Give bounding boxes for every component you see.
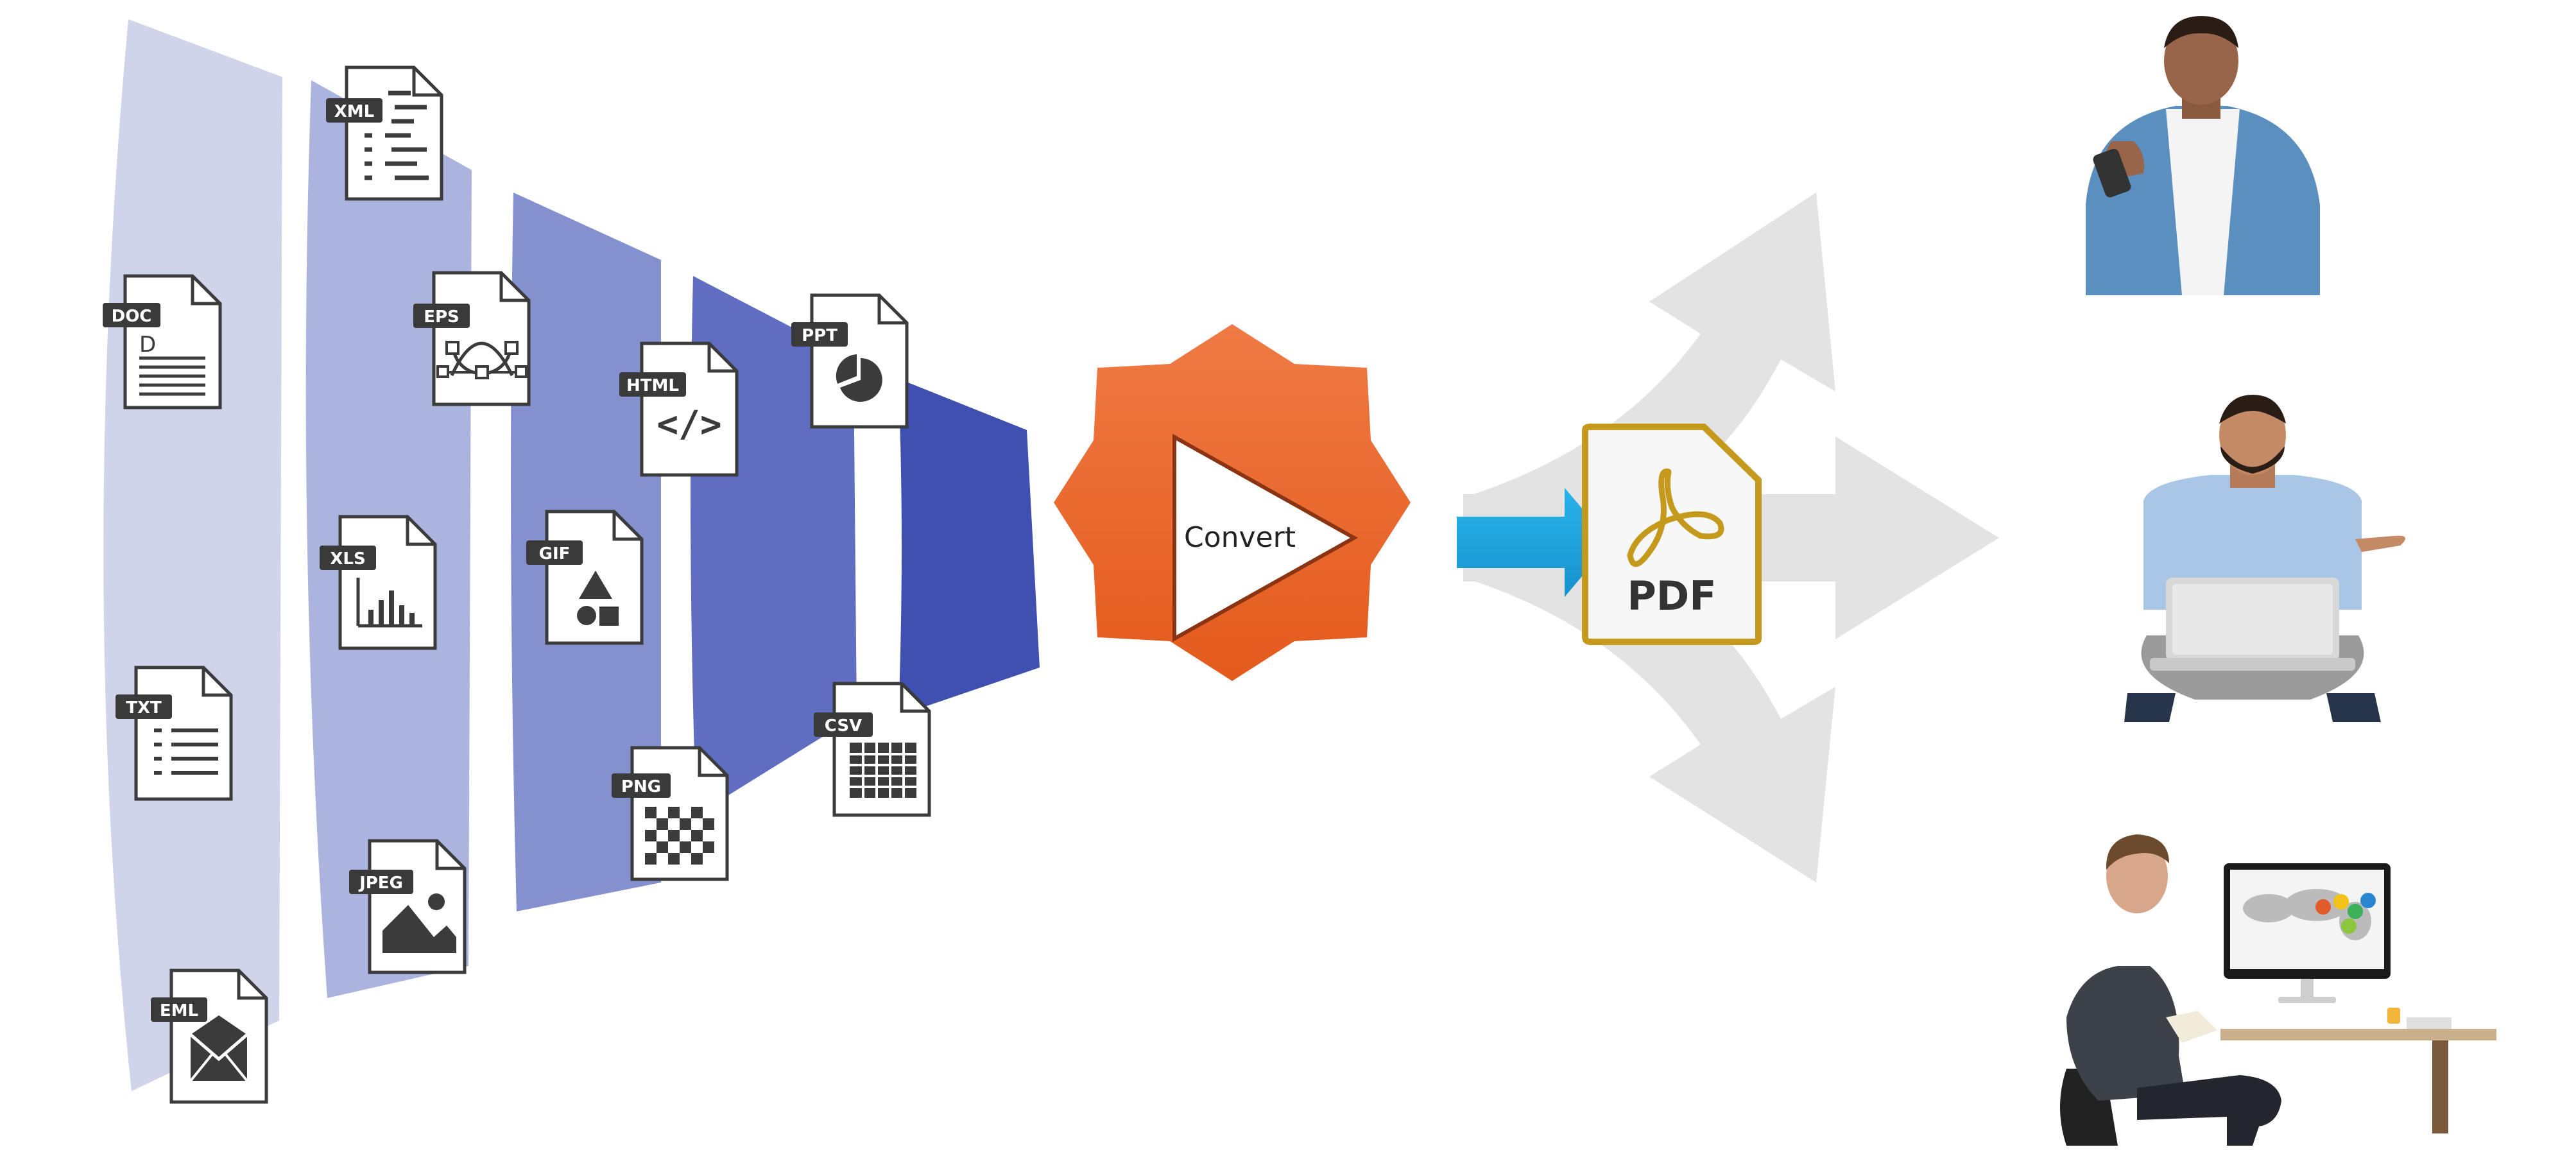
- file-tag-label: DOC: [112, 307, 152, 326]
- convert-label: Convert: [1184, 521, 1296, 554]
- file-tag-label: XLS: [330, 549, 365, 569]
- acrobat-logo-icon: [1627, 469, 1724, 567]
- pdf-frame: [1582, 424, 1762, 645]
- svg-text:D: D: [139, 332, 156, 358]
- document-lines-icon: D: [139, 332, 205, 396]
- file-fold: [237, 970, 266, 1000]
- file-tag-label: XML: [334, 102, 375, 121]
- file-fold: [406, 517, 435, 546]
- file-tag-label: TXT: [126, 698, 162, 718]
- file-tag: [103, 303, 160, 327]
- file-gif: GIF: [526, 510, 644, 645]
- person-with-phone-icon: [2086, 16, 2320, 295]
- pdf-output: PDF: [1582, 424, 1762, 645]
- file-fold: [877, 295, 907, 325]
- file-tag: [116, 694, 172, 719]
- file-tag: [814, 712, 873, 737]
- funnel-band-5: [898, 379, 1040, 716]
- file-ppt: PPT: [791, 293, 909, 429]
- person-with-laptop-icon: [2124, 395, 2405, 722]
- file-fold: [412, 67, 442, 97]
- envelope-icon: [189, 1015, 248, 1082]
- file-fold: [707, 343, 737, 373]
- file-fold: [900, 684, 929, 713]
- file-eml: EML: [151, 969, 268, 1104]
- file-tag-label: GIF: [539, 544, 571, 564]
- landscape-image-icon: [382, 893, 456, 953]
- blue-arrow-icon: [1457, 488, 1611, 597]
- file-tag: [791, 322, 848, 347]
- file-fold: [435, 841, 465, 870]
- file-xml: XML: [326, 65, 443, 201]
- file-tag: [326, 98, 382, 123]
- file-tag: [413, 304, 470, 328]
- file-tag: [349, 870, 413, 894]
- checkerboard-icon: [645, 807, 714, 865]
- convert-badge[interactable]: Convert: [1054, 324, 1411, 681]
- file-tag: [619, 372, 686, 397]
- text-list-icon: [154, 728, 218, 775]
- arrow-down-right: [1463, 501, 1835, 883]
- file-html: HTML </>: [619, 341, 739, 477]
- file-page: [338, 515, 437, 650]
- html-tag-icon: </>: [657, 404, 721, 445]
- file-tag-label: PPT: [802, 326, 837, 345]
- file-page: [134, 666, 233, 801]
- funnel-band-1: [103, 19, 282, 1091]
- pdf-label: PDF: [1627, 573, 1716, 619]
- file-tag-label: EPS: [424, 307, 459, 327]
- file-tag: [526, 540, 583, 565]
- grid-table-icon: [850, 743, 916, 798]
- pie-chart-icon: [836, 354, 882, 402]
- file-tag-label: CSV: [825, 716, 862, 736]
- file-page: [432, 271, 531, 406]
- bezier-curve-icon: [436, 341, 528, 379]
- person-at-desk-icon: [2060, 834, 2496, 1146]
- bar-chart-icon: [356, 578, 422, 628]
- file-tag: [612, 773, 671, 798]
- file-fold: [698, 748, 727, 777]
- file-txt: TXT: [116, 666, 233, 801]
- file-png: PNG: [612, 746, 729, 881]
- file-tag-label: EML: [160, 1001, 198, 1021]
- file-page: [810, 293, 909, 429]
- file-tag-label: HTML: [626, 376, 679, 395]
- file-xls: XLS: [320, 515, 437, 650]
- file-fold: [612, 512, 642, 541]
- file-fold: [202, 668, 231, 697]
- file-tag-label: PNG: [621, 777, 661, 797]
- file-jpeg: JPEG: [349, 839, 467, 974]
- code-lines-icon: [365, 90, 429, 180]
- file-tag-label: JPEG: [358, 874, 403, 893]
- file-csv: CSV: [814, 682, 931, 817]
- play-triangle-icon: [1172, 433, 1359, 642]
- arrow-up-right: [1463, 193, 1835, 578]
- file-tag: [151, 997, 207, 1022]
- file-eps: EPS: [413, 271, 531, 406]
- file-fold: [191, 276, 220, 306]
- file-doc: DOC D: [103, 274, 222, 409]
- shapes-icon: [577, 571, 619, 626]
- file-tag: [320, 546, 376, 570]
- file-fold: [499, 273, 529, 302]
